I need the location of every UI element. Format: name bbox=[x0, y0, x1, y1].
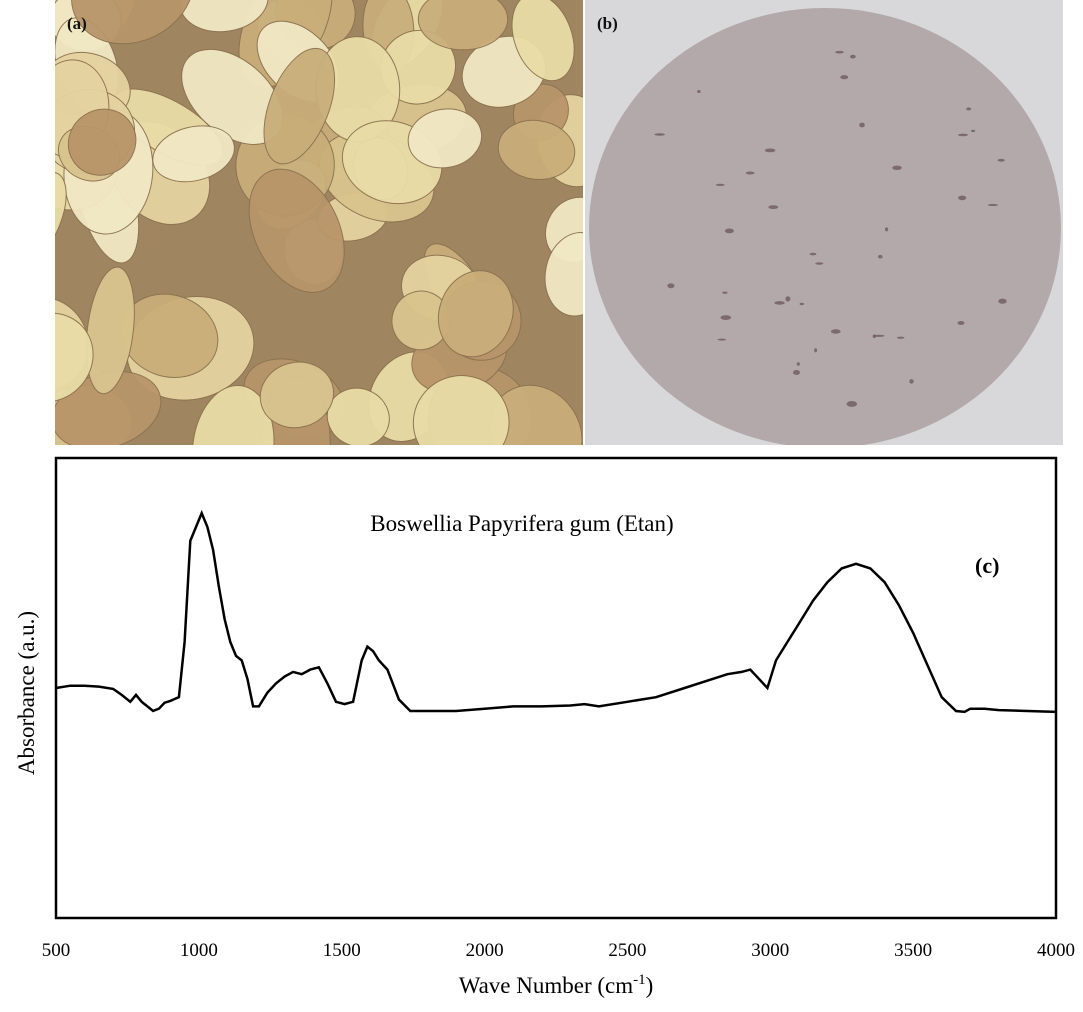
speck bbox=[715, 183, 725, 186]
photo-b-image bbox=[585, 0, 1063, 445]
spectrum-line bbox=[55, 509, 1057, 714]
speck bbox=[814, 348, 818, 353]
speck bbox=[796, 362, 800, 366]
speck bbox=[998, 298, 1007, 304]
photo-a-image bbox=[55, 0, 583, 445]
resin-tear bbox=[191, 384, 275, 445]
ftir-chart: Boswellia Papyrifera gum (Etan) (c) Abso… bbox=[14, 456, 1075, 998]
photo-b-gum-emulsion: (b) bbox=[585, 0, 1063, 445]
resin-tear bbox=[55, 171, 67, 263]
speck bbox=[873, 334, 885, 337]
speck bbox=[785, 296, 791, 302]
speck bbox=[859, 122, 865, 128]
panel-label-a: (a) bbox=[67, 14, 87, 33]
y-axis-label: Absorbance (a.u.) bbox=[14, 611, 39, 775]
x-tick-label: 2500 bbox=[608, 940, 646, 961]
speck bbox=[987, 203, 999, 207]
resin-tear bbox=[248, 168, 345, 293]
speck bbox=[764, 148, 776, 153]
resin-tear bbox=[497, 119, 576, 180]
x-axis-label-end: ) bbox=[646, 973, 654, 998]
speck bbox=[835, 50, 844, 54]
resin-tear bbox=[70, 0, 195, 45]
speck bbox=[809, 252, 817, 256]
x-axis-label-main: Wave Number (cm bbox=[459, 973, 634, 998]
speck bbox=[958, 133, 968, 137]
x-tick-label: 1500 bbox=[323, 940, 361, 961]
speck bbox=[799, 302, 804, 306]
speck bbox=[909, 379, 914, 384]
speck bbox=[892, 165, 902, 170]
speck bbox=[768, 205, 779, 210]
x-axis-label-sup: -1 bbox=[633, 972, 646, 988]
speck bbox=[722, 291, 728, 294]
x-tick-label: 1000 bbox=[180, 940, 218, 961]
speck bbox=[667, 283, 675, 289]
speck bbox=[897, 336, 905, 339]
resin-tear bbox=[437, 270, 514, 358]
speck bbox=[697, 90, 701, 93]
x-tick-label: 2000 bbox=[466, 940, 504, 961]
panel-label-b: (b) bbox=[597, 14, 618, 33]
resin-tear bbox=[67, 108, 137, 176]
speck bbox=[717, 338, 727, 341]
resin-tear bbox=[259, 361, 335, 429]
resin-tear bbox=[417, 0, 509, 51]
speck bbox=[846, 401, 858, 407]
speck bbox=[724, 228, 734, 234]
resin-tear bbox=[544, 232, 583, 317]
speck bbox=[720, 315, 732, 320]
resin-tear bbox=[488, 384, 583, 445]
chart-title: Boswellia Papyrifera gum (Etan) bbox=[370, 511, 673, 536]
speck bbox=[966, 107, 972, 111]
speck bbox=[774, 301, 785, 305]
speck bbox=[885, 227, 889, 232]
speck bbox=[957, 321, 965, 325]
speck bbox=[878, 254, 883, 259]
speck bbox=[830, 329, 841, 334]
resin-tear bbox=[412, 375, 510, 445]
x-tick-label: 500 bbox=[42, 940, 71, 961]
speck bbox=[840, 75, 849, 80]
resin-tear bbox=[511, 0, 575, 82]
speck bbox=[850, 54, 856, 59]
resin-tear bbox=[85, 266, 135, 395]
speck bbox=[654, 133, 665, 136]
resin-tear bbox=[55, 312, 94, 403]
speck bbox=[815, 262, 824, 265]
speck bbox=[958, 195, 967, 201]
panel-label-c: (c) bbox=[975, 553, 999, 578]
speck bbox=[971, 129, 976, 133]
resin-tear bbox=[263, 47, 336, 165]
speck bbox=[745, 171, 755, 175]
speck bbox=[997, 158, 1005, 162]
x-tick-label: 3500 bbox=[894, 940, 932, 961]
x-axis-label: Wave Number (cm-1) bbox=[459, 972, 654, 998]
resin-tear bbox=[407, 108, 483, 169]
x-tick-label: 4000 bbox=[1037, 940, 1075, 961]
speck bbox=[793, 370, 800, 375]
x-tick-label: 3000 bbox=[751, 940, 789, 961]
photo-a-boswellia-tears: (a) bbox=[55, 0, 583, 445]
